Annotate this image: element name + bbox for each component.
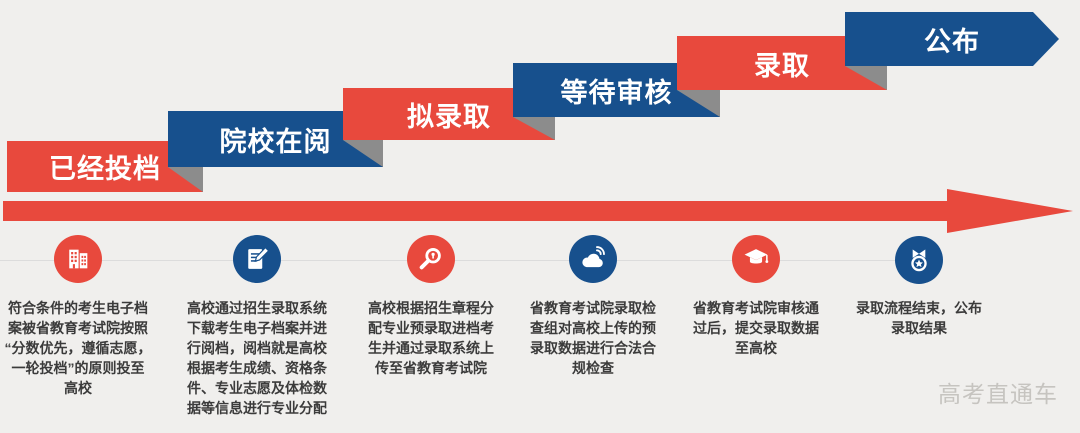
- graduation-cap-icon: [732, 235, 780, 283]
- step-banner-label: 拟录取: [407, 101, 491, 132]
- step-description: 录取流程结束，公布 录取结果: [856, 300, 982, 336]
- building-icon: [54, 235, 102, 283]
- medal-icon: [895, 236, 943, 284]
- step-description: 省教育考试院录取检 查组对高校上传的预 录取数据进行合法合 规检查: [530, 300, 656, 376]
- cloud-upload-icon: [569, 235, 617, 283]
- step-banner-announced: 公布: [845, 12, 1059, 66]
- document-edit-icon: [233, 235, 281, 283]
- step-banner-label: 等待审核: [560, 77, 673, 108]
- step-description: 省教育考试院审核通 过后，提交录取数据 至高校: [693, 300, 819, 356]
- step-banner-label: 录取: [754, 50, 810, 81]
- step-description: 高校根据招生章程分 配专业预录取进档考 生并通过录取系统上 传至省教育考试院: [368, 300, 494, 376]
- timeline-arrow-body: [3, 201, 947, 221]
- step-banner-label: 已经投档: [49, 154, 161, 184]
- step-banner-label: 院校在阅: [219, 126, 332, 157]
- magnifier-icon: [407, 235, 455, 283]
- step-description: 符合条件的考生电子档 案被省教育考试院按照 “分数优先，遵循志愿， 一轮投档”的…: [4, 300, 152, 396]
- step-banner-label: 公布: [924, 26, 980, 57]
- timeline-arrow-head: [947, 189, 1073, 233]
- step-description: 高校通过招生录取系统 下载考生电子档案并进 行阅档，阅档就是高校 根据考生成绩、…: [187, 300, 327, 416]
- watermark: 高考直通车: [938, 381, 1058, 407]
